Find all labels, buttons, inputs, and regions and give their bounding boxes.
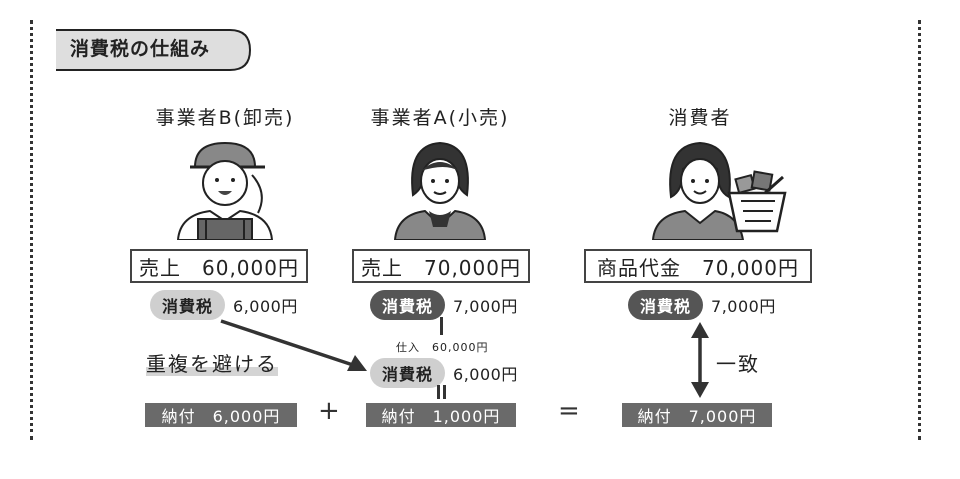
retailer-tax-row: 消費税 7,000円 — [370, 290, 518, 320]
left-dotted-border — [30, 20, 33, 440]
plus-operator: + — [318, 396, 340, 426]
consumer-price-box: 商品代金 70,000円 — [584, 249, 812, 283]
tax-badge: 消費税 — [628, 290, 704, 320]
page-title: 消費税の仕組み — [70, 38, 211, 60]
equals-line-left — [437, 385, 440, 399]
purchase-tax-amount: 6,000円 — [453, 365, 518, 384]
role-consumer: 消費者 — [668, 107, 732, 129]
purchase-tax-row: 消費税 6,000円 — [370, 358, 518, 388]
wholesaler-sales-box: 売上 60,000円 — [130, 249, 308, 283]
avoid-duplication-arrow — [220, 319, 367, 371]
tax-badge: 消費税 — [370, 290, 446, 320]
consumer-tax-row: 消費税 7,000円 — [628, 290, 776, 320]
match-label: 一致 — [716, 352, 760, 376]
wholesaler-tax-row: 消費税 6,000円 — [150, 290, 298, 320]
total-payment: 納付 7,000円 — [622, 403, 772, 427]
retailer-connector-line — [440, 317, 443, 335]
tax-badge: 消費税 — [150, 290, 226, 320]
purchase-label: 仕入 60,000円 — [396, 341, 489, 354]
equals-line-right — [443, 385, 446, 399]
wholesaler-tax-amount: 6,000円 — [233, 297, 298, 316]
retailer-sales-box: 売上 70,000円 — [352, 249, 530, 283]
consumer-with-basket-icon — [651, 141, 787, 240]
title-tab-shape — [52, 28, 252, 72]
avoid-duplication-label: 重複を避ける — [146, 352, 278, 376]
retailer-person-icon — [393, 141, 487, 240]
tax-badge: 消費税 — [370, 358, 446, 388]
role-wholesaler: 事業者B(卸売) — [155, 107, 295, 129]
equals-operator: = — [558, 396, 580, 426]
match-double-arrow — [691, 322, 709, 398]
right-dotted-border — [918, 20, 921, 440]
wholesaler-worker-icon — [176, 141, 274, 240]
role-retailer: 事業者A(小売) — [370, 107, 510, 129]
retailer-payment: 納付 1,000円 — [366, 403, 516, 427]
retailer-tax-amount: 7,000円 — [453, 297, 518, 316]
consumer-tax-amount: 7,000円 — [711, 297, 776, 316]
wholesaler-payment: 納付 6,000円 — [145, 403, 297, 427]
